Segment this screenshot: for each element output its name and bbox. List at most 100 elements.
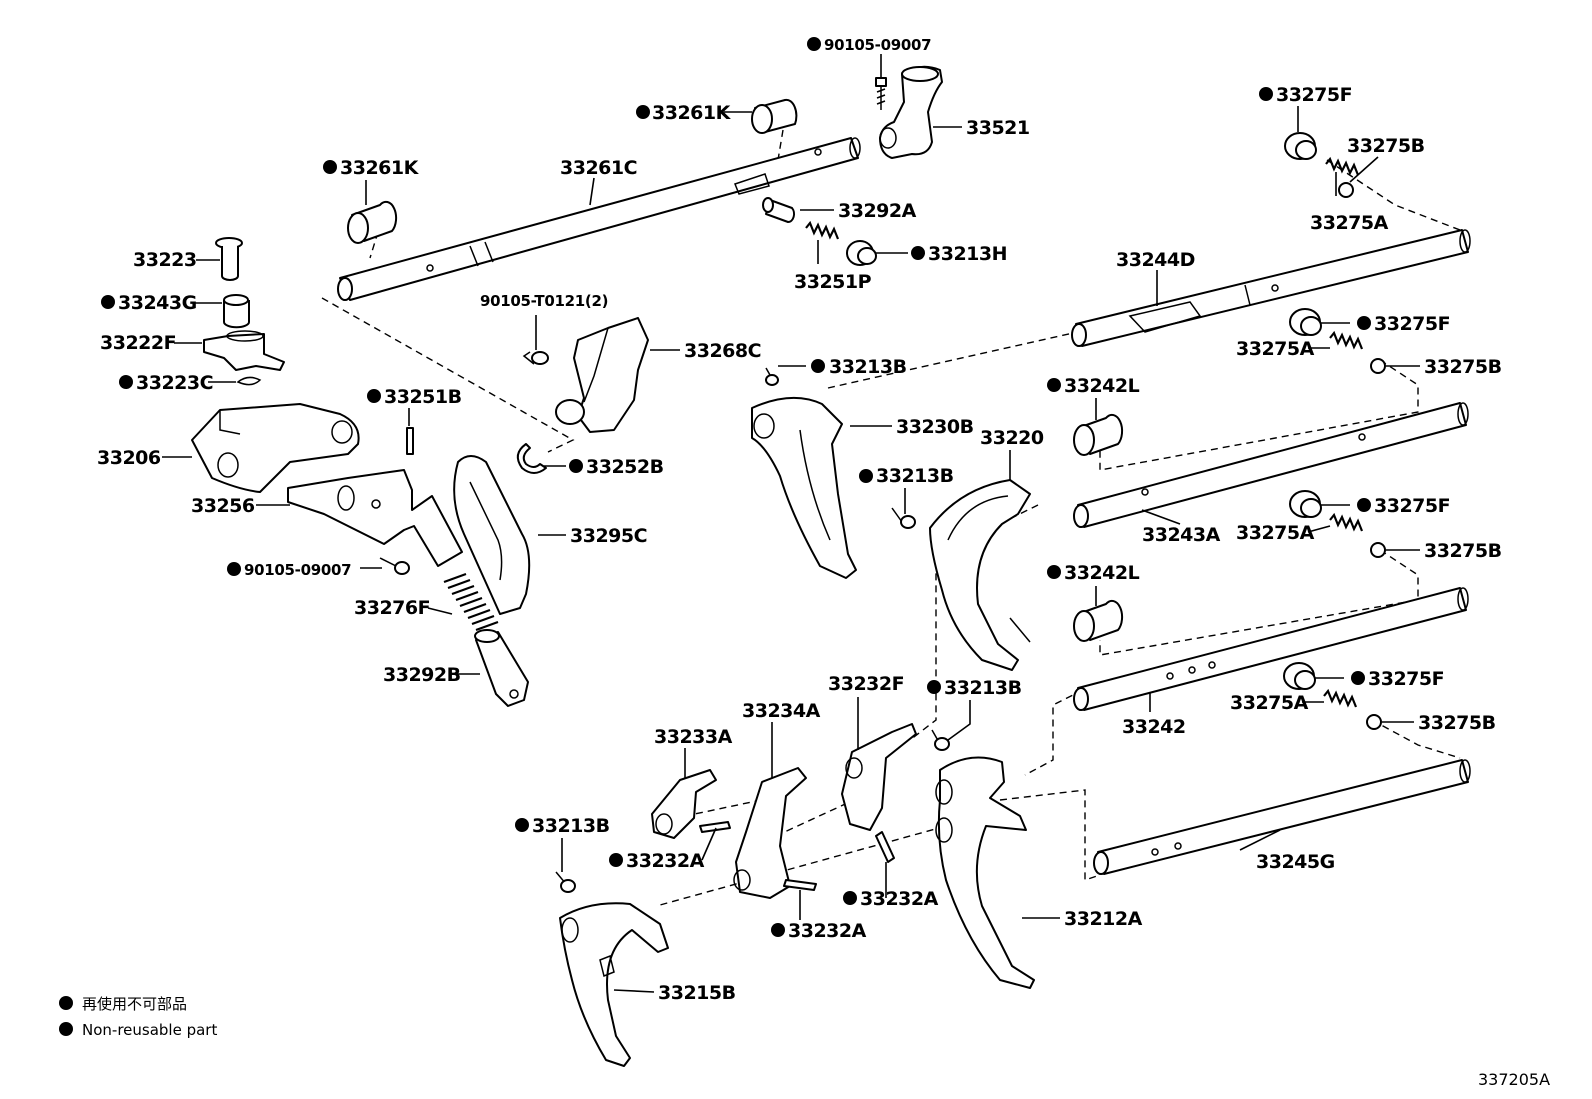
bushing-33242l-a bbox=[1073, 413, 1124, 456]
label-33261k-left: 33261K bbox=[340, 157, 420, 179]
label-33206: 33206 bbox=[97, 447, 161, 469]
label-33275b-a: 33275B bbox=[1347, 135, 1425, 157]
label-33245g: 33245G bbox=[1256, 851, 1335, 873]
bushing-33242l-b bbox=[1073, 599, 1124, 642]
bolt-90105-t0121 bbox=[522, 351, 549, 365]
ball-33275b-a bbox=[1338, 182, 1354, 198]
plug-33275f-c bbox=[1289, 490, 1322, 518]
label-33213b-c: 33213B bbox=[944, 677, 1022, 699]
label-33275b-b: 33275B bbox=[1424, 356, 1502, 378]
label-33275a-a: 33275A bbox=[1310, 212, 1389, 234]
label-33292b: 33292B bbox=[383, 664, 461, 686]
spring-33251p bbox=[805, 220, 840, 240]
label-33275a-b: 33275A bbox=[1236, 338, 1315, 360]
label-33295c: 33295C bbox=[570, 525, 647, 547]
label-33256: 33256 bbox=[191, 495, 255, 517]
pin-33232a-c bbox=[875, 831, 895, 863]
spring-33275a-a bbox=[1325, 156, 1360, 176]
fork-33232f bbox=[841, 723, 917, 831]
label-33242: 33242 bbox=[1122, 716, 1186, 738]
label-33251b: 33251B bbox=[384, 386, 462, 408]
plate-33295c bbox=[453, 455, 531, 615]
plug-33213h bbox=[846, 240, 877, 266]
plunger-33292b bbox=[474, 629, 529, 707]
fork-33234a bbox=[733, 767, 807, 899]
label-33242l-b: 33242L bbox=[1064, 562, 1140, 584]
label-90105-t0121: 90105-T0121(2) bbox=[480, 292, 608, 310]
label-33234a: 33234A bbox=[742, 700, 821, 722]
legend: 再使用不可部品 Non-reusable part bbox=[82, 995, 217, 1039]
label-33275a-d: 33275A bbox=[1230, 692, 1309, 714]
leader-lines bbox=[162, 54, 1420, 993]
label-33242l-a: 33242L bbox=[1064, 375, 1140, 397]
lever-33521 bbox=[879, 65, 943, 159]
label-33275f-c: 33275F bbox=[1374, 495, 1450, 517]
lever-33222f bbox=[203, 330, 285, 371]
shaft-33244d bbox=[1071, 229, 1471, 347]
spring-33276f bbox=[443, 572, 499, 632]
label-33220: 33220 bbox=[980, 427, 1044, 449]
label-33232a-c: 33232A bbox=[788, 920, 867, 942]
bolt-33213b-b bbox=[891, 507, 916, 529]
label-33233a: 33233A bbox=[654, 726, 733, 748]
label-33261c: 33261C bbox=[560, 157, 637, 179]
label-33213b-a: 33213B bbox=[829, 356, 907, 378]
label-33230b: 33230B bbox=[896, 416, 974, 438]
label-33223c: 33223C bbox=[136, 372, 213, 394]
label-33243g: 33243G bbox=[118, 292, 197, 314]
plug-33275f-a bbox=[1284, 132, 1317, 160]
label-33252b: 33252B bbox=[586, 456, 664, 478]
shaft-33243a bbox=[1073, 402, 1469, 528]
lever-33256 bbox=[287, 469, 463, 567]
clip-33223c bbox=[236, 376, 262, 386]
label-33232a-a: 33232A bbox=[626, 850, 705, 872]
label-33213b-d: 33213B bbox=[532, 815, 610, 837]
pin-33232a-a bbox=[699, 821, 731, 833]
pin-33292a bbox=[762, 197, 796, 224]
label-33275a-c: 33275A bbox=[1236, 522, 1315, 544]
label-33275b-d: 33275B bbox=[1418, 712, 1496, 734]
spring-33275a-d bbox=[1323, 688, 1358, 708]
spring-33275a-c bbox=[1329, 512, 1364, 532]
label-33275f-b: 33275F bbox=[1374, 313, 1450, 335]
diagram-code: 337205A bbox=[1478, 1070, 1550, 1089]
non-reusable-markers bbox=[59, 37, 1371, 1036]
shaft-33261c bbox=[337, 137, 861, 301]
label-33212a: 33212A bbox=[1064, 908, 1143, 930]
label-33215b: 33215B bbox=[658, 982, 736, 1004]
fork-33220 bbox=[929, 479, 1031, 671]
label-33213b-b: 33213B bbox=[876, 465, 954, 487]
label-33268c: 33268C bbox=[684, 340, 761, 362]
fork-33215b bbox=[559, 902, 669, 1067]
label-90105-09007-top: 90105-09007 bbox=[824, 36, 931, 54]
label-33521: 33521 bbox=[966, 117, 1030, 139]
label-33232f: 33232F bbox=[828, 673, 904, 695]
plug-33275f-d bbox=[1283, 662, 1316, 690]
pin-33223 bbox=[215, 237, 243, 281]
bolt-90105-09007-top bbox=[875, 77, 887, 110]
spring-33275a-b bbox=[1329, 330, 1364, 350]
bolt-33213b-d bbox=[555, 871, 576, 893]
selector-33206 bbox=[191, 403, 360, 493]
label-33275f-d: 33275F bbox=[1368, 668, 1444, 690]
label-33243a: 33243A bbox=[1142, 524, 1221, 546]
label-90105-09007-left: 90105-09007 bbox=[244, 561, 351, 579]
shaft-33245g bbox=[1093, 759, 1471, 875]
label-33244d: 33244D bbox=[1116, 249, 1195, 271]
part-labels: 90105-09007 33521 33261K 33261C 33261K 3… bbox=[97, 36, 1502, 1004]
bushing-33261k-top bbox=[751, 98, 798, 134]
label-33276f: 33276F bbox=[354, 597, 430, 619]
legend-non-reusable-jp: 再使用不可部品 bbox=[82, 995, 187, 1013]
label-33222f: 33222F bbox=[100, 332, 176, 354]
snap-ring-33252b bbox=[516, 443, 547, 474]
label-33223: 33223 bbox=[133, 249, 197, 271]
label-33213h: 33213H bbox=[928, 243, 1007, 265]
collar-33243g bbox=[223, 294, 250, 329]
shaft-33242 bbox=[1073, 587, 1469, 711]
legend-non-reusable-en: Non-reusable part bbox=[82, 1021, 217, 1039]
label-33261k-top: 33261K bbox=[652, 102, 732, 124]
label-33292a: 33292A bbox=[838, 200, 917, 222]
label-33275f-a: 33275F bbox=[1276, 84, 1352, 106]
bolt-33213b-a bbox=[765, 367, 779, 386]
